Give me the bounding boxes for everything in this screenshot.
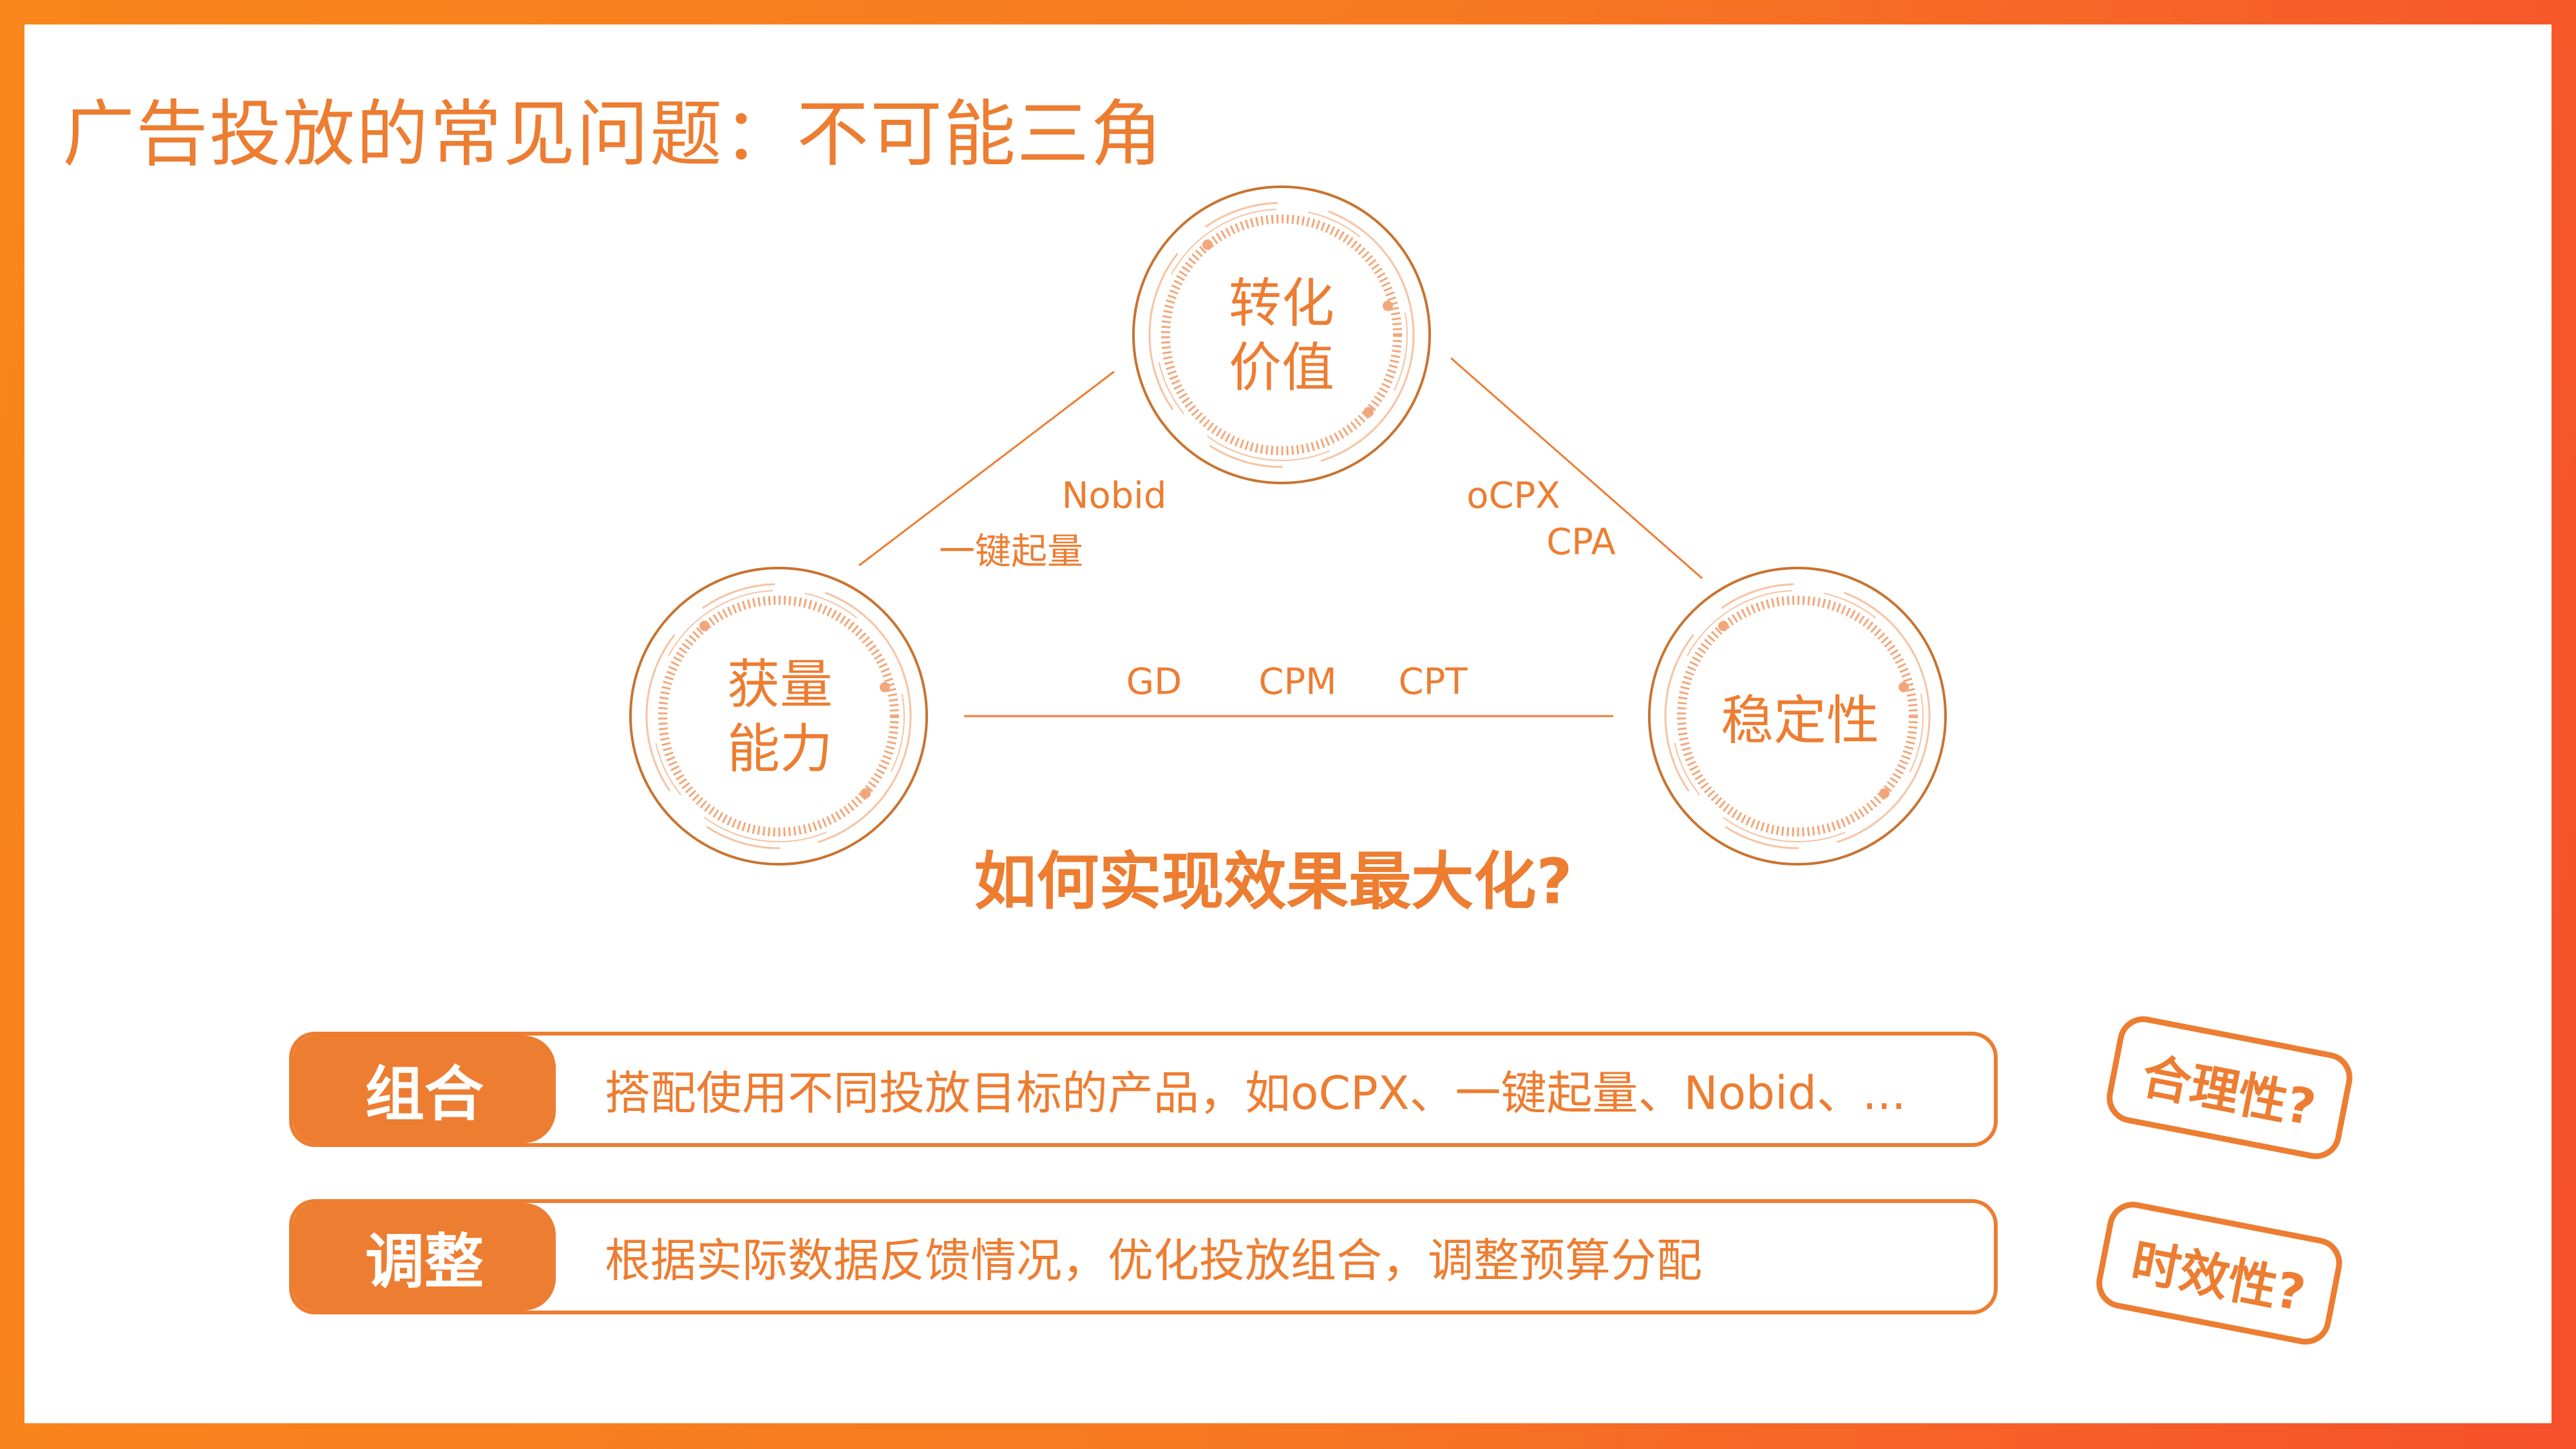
row-combine: 组合 搭配使用不同投放目标的产品，如oCPX、一键起量、Nobid、... — [289, 1032, 1998, 1147]
slide-title: 广告投放的常见问题：不可能三角 — [62, 93, 1164, 176]
left-edge-line — [858, 370, 1115, 567]
top-node-line1: 转化 — [1228, 273, 1335, 334]
label-cpm: CPM — [1258, 661, 1337, 703]
row-combine-label: 组合 — [293, 1036, 556, 1143]
row-combine-text: 搭配使用不同投放目标的产品，如oCPX、一键起量、Nobid、... — [605, 1066, 1906, 1120]
left-node-volume-capability: 获量 能力 — [727, 653, 833, 782]
left-node-line2: 能力 — [726, 719, 833, 780]
right-edge-line — [1450, 357, 1703, 580]
row-adjust: 调整 根据实际数据反馈情况，优化投放组合，调整预算分配 — [289, 1199, 1998, 1314]
label-one-click-volume: 一键起量 — [939, 531, 1083, 573]
key-question: 如何实现效果最大化? — [974, 845, 1573, 918]
row-adjust-label: 调整 — [293, 1203, 556, 1311]
label-cpt: CPT — [1398, 661, 1468, 703]
row-adjust-text: 根据实际数据反馈情况，优化投放组合，调整预算分配 — [605, 1233, 1703, 1287]
label-gd: GD — [1126, 661, 1182, 703]
label-ocpx: oCPX — [1466, 475, 1560, 517]
label-cpa: CPA — [1546, 521, 1616, 564]
right-node-stability: 稳定性 — [1720, 690, 1880, 752]
label-nobid: Nobid — [1061, 475, 1167, 517]
top-node-line2: 价值 — [1228, 337, 1335, 399]
top-node-conversion-value: 转化 价值 — [1229, 272, 1334, 401]
left-node-line1: 获量 — [726, 654, 833, 715]
